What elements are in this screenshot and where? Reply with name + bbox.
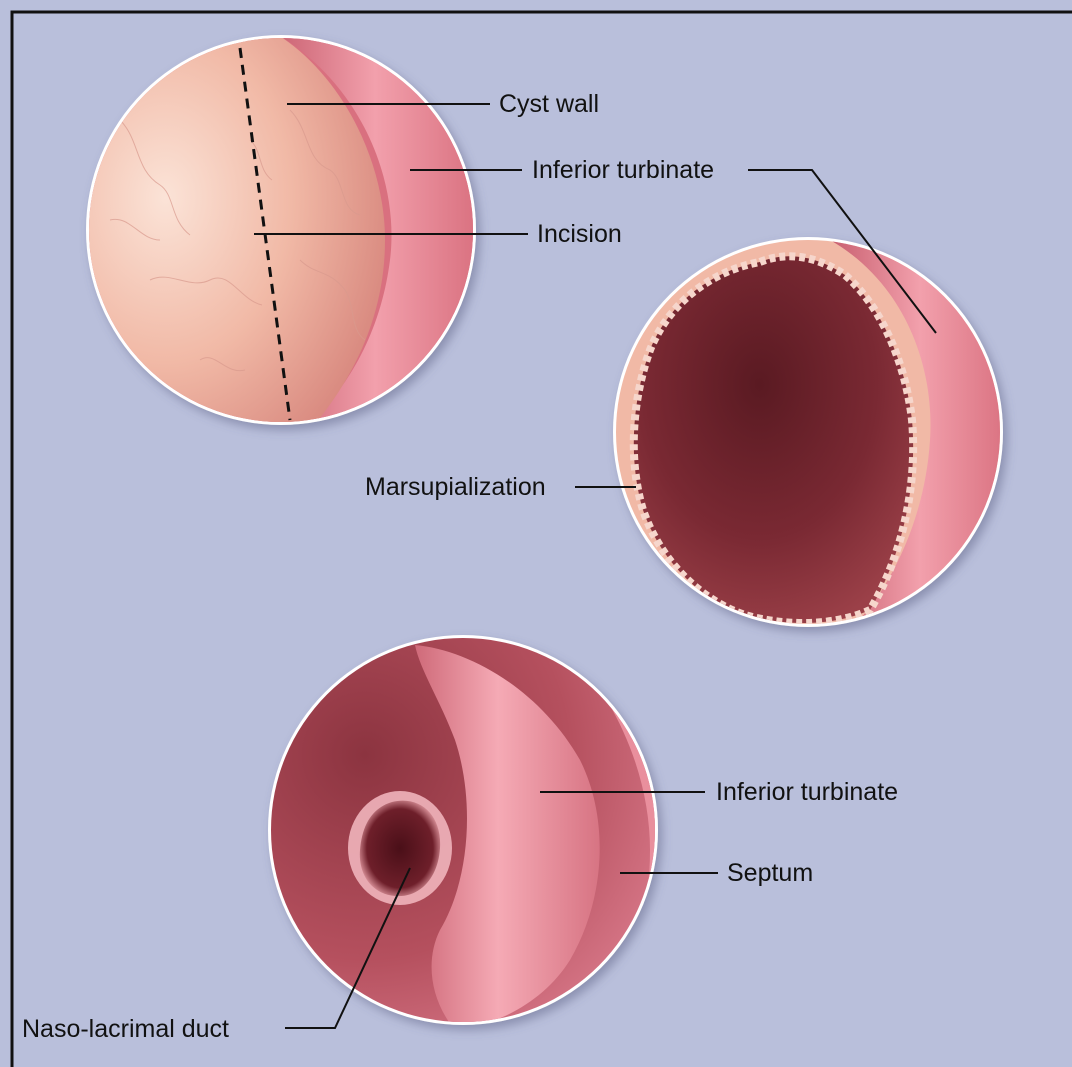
label-marsupialization: Marsupialization <box>365 473 546 501</box>
label-inferior-turbinate-top: Inferior turbinate <box>532 156 714 184</box>
marsupialization-opening <box>634 256 913 623</box>
label-incision: Incision <box>537 220 622 248</box>
label-inferior-turbinate-bottom: Inferior turbinate <box>716 778 898 806</box>
label-naso-lacrimal-duct: Naso-lacrimal duct <box>22 1015 229 1043</box>
label-septum: Septum <box>727 859 813 887</box>
label-cyst-wall: Cyst wall <box>499 90 599 118</box>
